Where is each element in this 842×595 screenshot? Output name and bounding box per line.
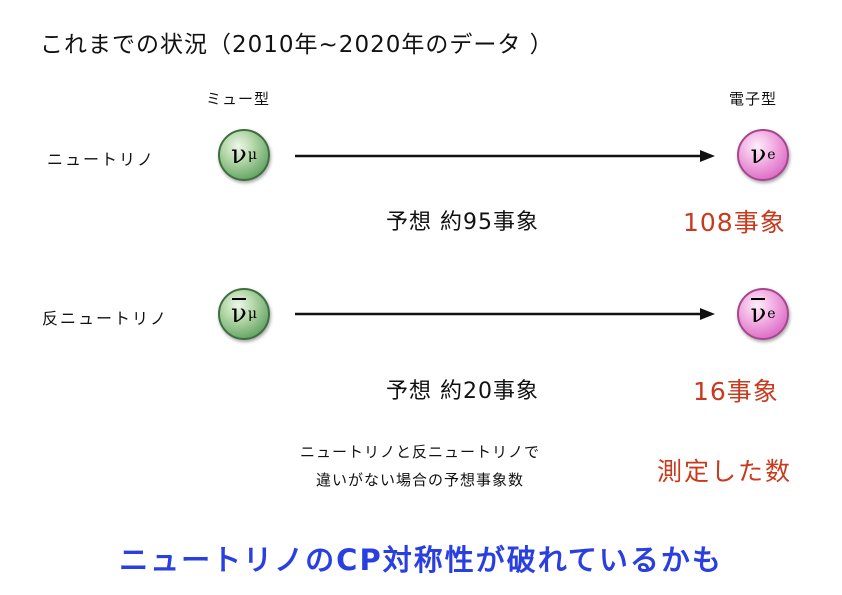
- muon-type-label: ミュー型: [206, 90, 271, 108]
- nu-bar-symbol: ν: [231, 298, 247, 329]
- oscillation-arrow: [295, 150, 715, 162]
- neutrino-measured: 108事象: [683, 208, 786, 237]
- mu-subscript: μ: [247, 147, 257, 163]
- slide-title: これまでの状況（2010年~2020年のデータ ）: [40, 32, 554, 58]
- conclusion-text: ニュートリノのCP対称性が破れているかも: [119, 543, 723, 577]
- prediction-note-line2: 違いがない場合の予想事象数: [315, 471, 524, 489]
- arrow-head: [700, 150, 715, 162]
- prediction-note: ニュートリノと反ニュートリノで 違いがない場合の予想事象数: [240, 438, 600, 494]
- nu-symbol: ν: [231, 140, 247, 170]
- nu-bar-symbol: ν: [750, 298, 767, 329]
- antineutrino-measured: 16事象: [693, 377, 779, 406]
- neutrino-row-label: ニュートリノ: [47, 150, 156, 169]
- e-subscript: e: [767, 147, 776, 163]
- neutrino-prediction: 予想 約95事象: [386, 210, 539, 235]
- antineutrino-row-label: 反ニュートリノ: [42, 309, 169, 328]
- e-subscript: e: [767, 306, 776, 322]
- measured-note: 測定した数: [657, 457, 793, 486]
- nu-symbol: ν: [750, 140, 767, 170]
- mu-subscript: μ: [247, 306, 257, 322]
- arrow-head: [700, 308, 715, 320]
- oscillation-arrow: [295, 308, 715, 320]
- prediction-note-line1: ニュートリノと反ニュートリノで: [299, 443, 540, 461]
- electron-type-label: 電子型: [729, 90, 778, 108]
- antineutrino-prediction: 予想 約20事象: [386, 379, 539, 404]
